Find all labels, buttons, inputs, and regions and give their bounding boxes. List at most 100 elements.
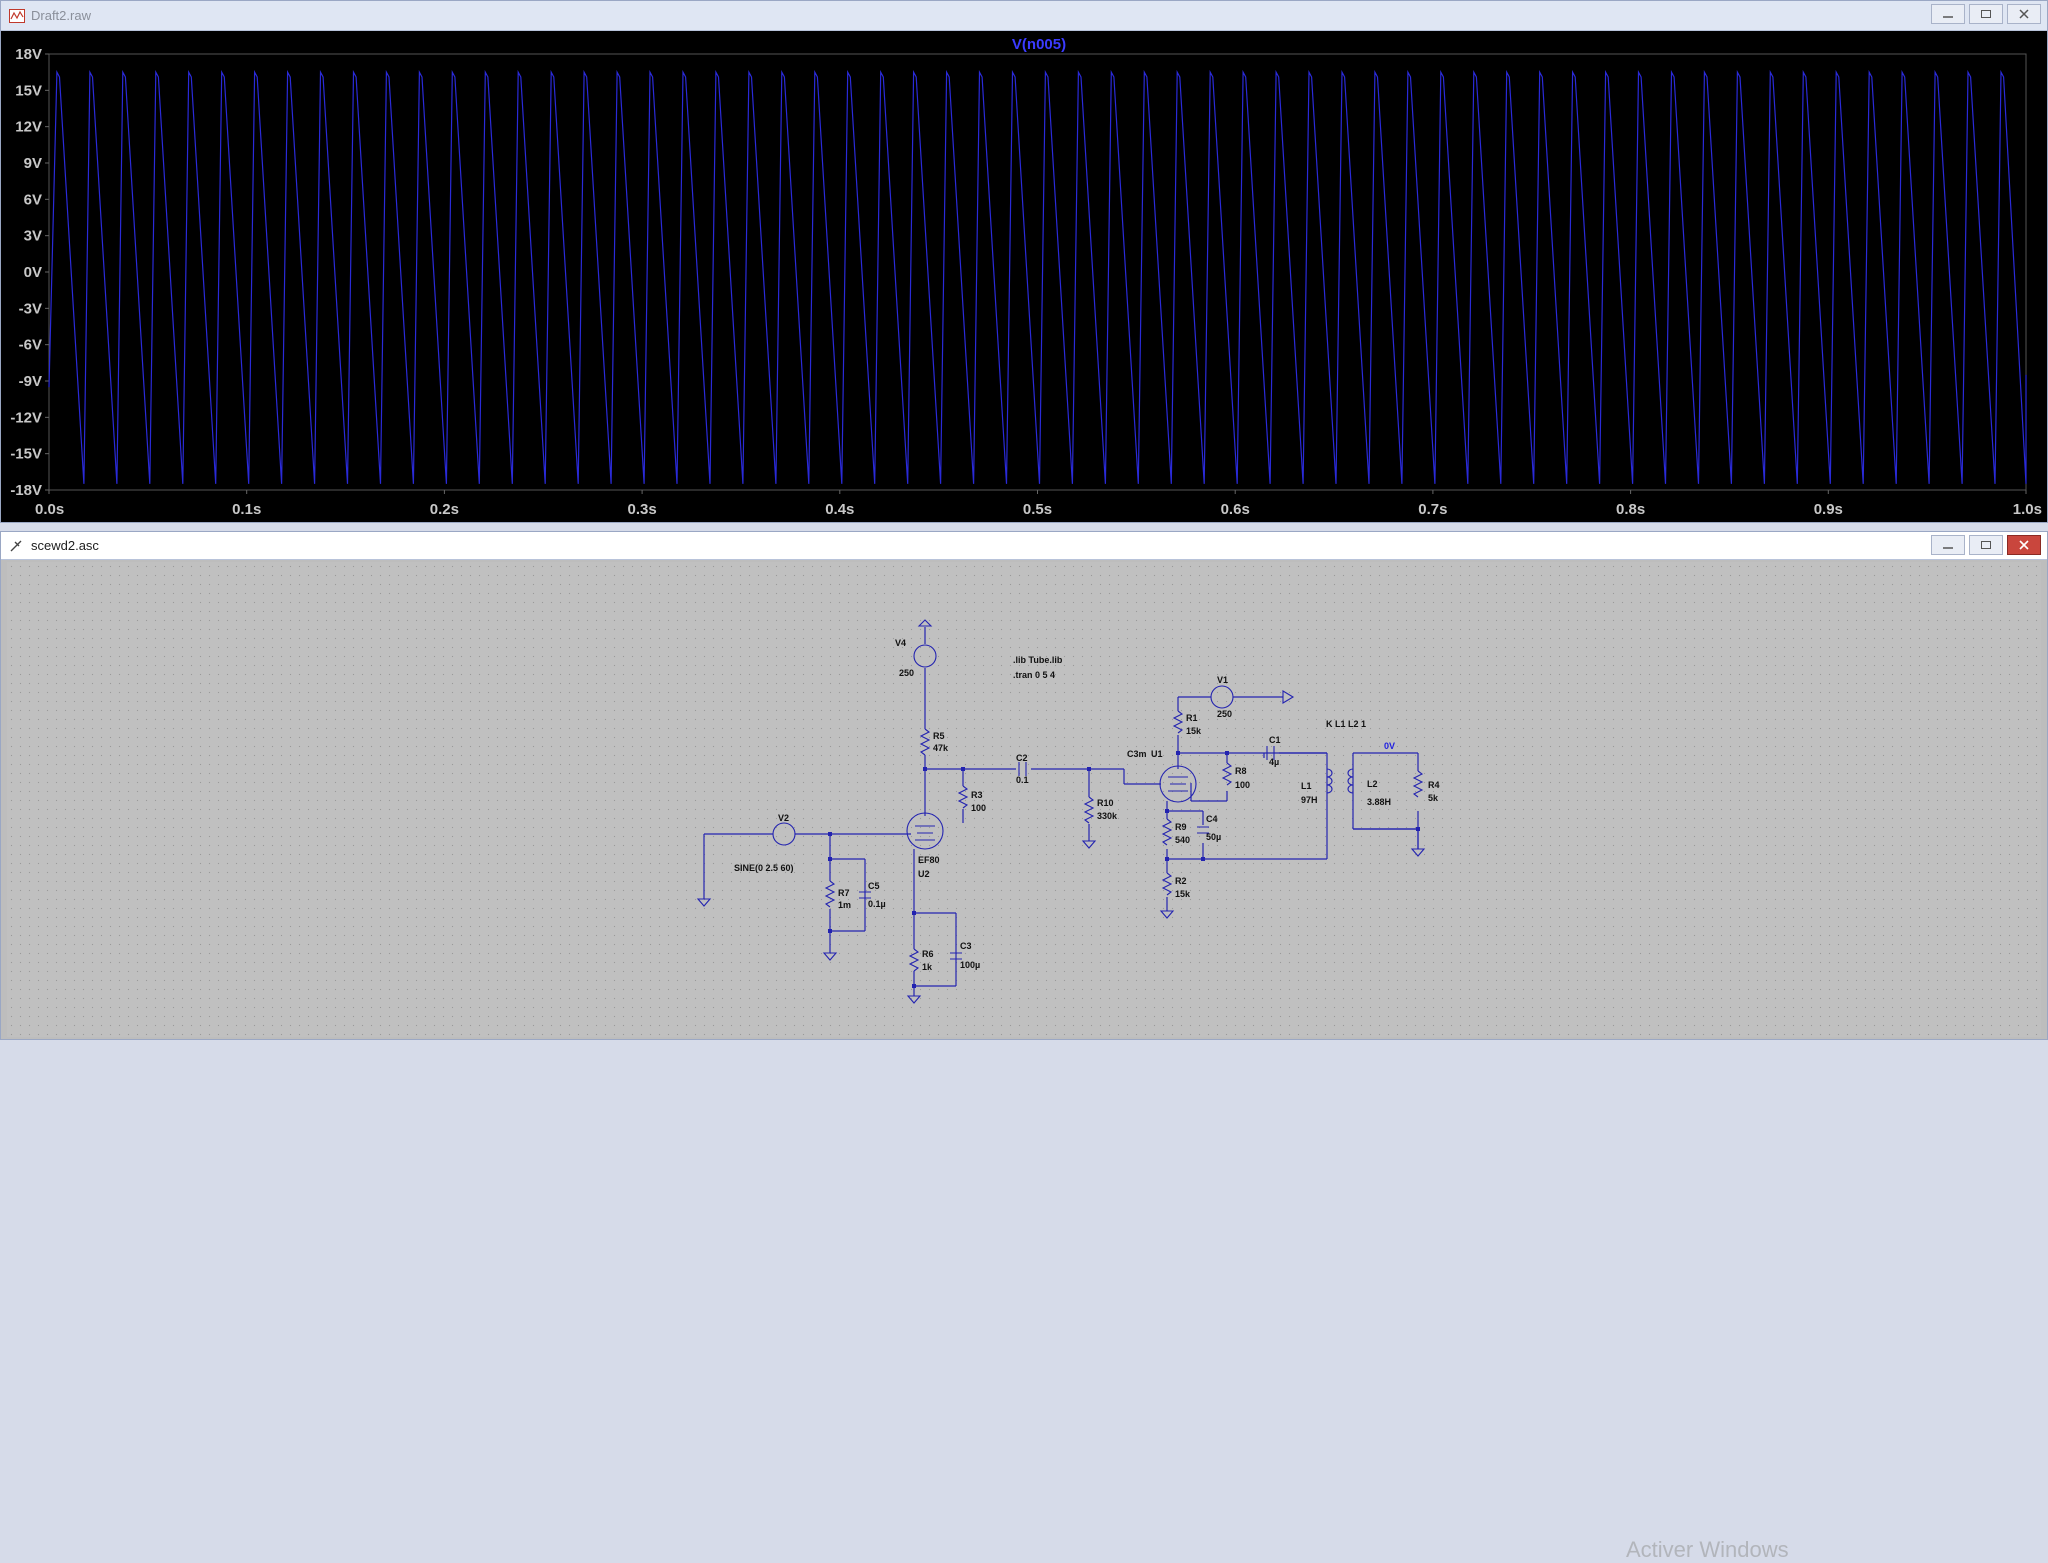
ground-symbol xyxy=(906,995,922,1004)
trace-title[interactable]: V(n005) xyxy=(1012,36,1066,53)
restore-button[interactable] xyxy=(1969,4,2003,24)
x-tick-label: 0.9s xyxy=(1814,501,1843,518)
schematic-titlebar[interactable]: scewd2.asc xyxy=(1,532,2047,560)
v2-source-spec[interactable]: SINE(0 2.5 60) xyxy=(734,863,794,873)
x-tick-label: 0.5s xyxy=(1023,501,1052,518)
label-l1-ref[interactable]: L1 xyxy=(1301,781,1312,791)
label-r3-ref[interactable]: R3 xyxy=(971,790,983,800)
component-symbols xyxy=(696,619,1426,1004)
coupling-directive[interactable]: K L1 L2 1 xyxy=(1326,719,1366,729)
label-r2-ref[interactable]: R2 xyxy=(1175,876,1187,886)
y-tick-label: -9V xyxy=(19,373,42,390)
label-ef80-ref[interactable]: EF80 xyxy=(918,855,940,865)
label-ef80-value[interactable]: U2 xyxy=(918,869,930,879)
net-label[interactable]: 0V xyxy=(1384,741,1395,751)
label-c3-ref[interactable]: C3 xyxy=(960,941,972,951)
r3-symbol xyxy=(957,785,969,809)
junction-dot xyxy=(912,911,916,915)
label-v4-value[interactable]: 250 xyxy=(899,668,914,678)
label-v1-ref[interactable]: V1 xyxy=(1217,675,1228,685)
label-r1-ref[interactable]: R1 xyxy=(1186,713,1198,723)
c3-symbol xyxy=(950,952,962,960)
label-v2-ref[interactable]: V2 xyxy=(778,813,789,823)
junction-dot xyxy=(923,767,927,771)
u2-tube-electrodes xyxy=(915,825,935,841)
x-tick-label: 0.7s xyxy=(1418,501,1447,518)
label-r1-value[interactable]: 15k xyxy=(1186,726,1202,736)
spice-directive-tran[interactable]: .tran 0 5 4 xyxy=(1013,670,1055,680)
label-r6-ref[interactable]: R6 xyxy=(922,949,934,959)
label-v4-ref[interactable]: V4 xyxy=(895,638,906,648)
v1-source-symbol xyxy=(1210,685,1234,709)
schematic-close-button[interactable] xyxy=(2007,535,2041,555)
label-r3-value[interactable]: 100 xyxy=(971,803,986,813)
label-u1-ref[interactable]: U1 xyxy=(1151,749,1163,759)
x-tick-label: 0.1s xyxy=(232,501,261,518)
l1-symbol xyxy=(1326,768,1333,794)
label-r4-ref[interactable]: R4 xyxy=(1428,780,1440,790)
label-r9-value[interactable]: 540 xyxy=(1175,835,1190,845)
y-tick-label: 12V xyxy=(15,119,42,136)
restore-icon xyxy=(1981,10,1991,18)
label-l2-value[interactable]: 3.88H xyxy=(1367,797,1391,807)
junction-dot xyxy=(1087,767,1091,771)
label-l1-value[interactable]: 97H xyxy=(1301,795,1318,805)
label-r8-value[interactable]: 100 xyxy=(1235,780,1250,790)
label-c5-value[interactable]: 0.1µ xyxy=(868,899,886,909)
plot-frame xyxy=(48,53,2027,491)
u1-tube-electrodes xyxy=(1168,776,1188,792)
waveform-titlebar[interactable]: Draft2.raw xyxy=(1,1,2047,31)
label-r2-value[interactable]: 15k xyxy=(1175,889,1191,899)
c5-symbol xyxy=(859,891,871,899)
waveform-app-icon xyxy=(9,8,25,23)
junction-dot xyxy=(828,929,832,933)
label-r5-ref[interactable]: R5 xyxy=(933,731,945,741)
y-tick-label: -18V xyxy=(10,482,42,499)
label-c1-value[interactable]: 4µ xyxy=(1269,757,1279,767)
x-tick-label: 0.0s xyxy=(35,501,64,518)
label-r8-ref[interactable]: R8 xyxy=(1235,766,1247,776)
r4-symbol xyxy=(1412,770,1424,798)
y-tick-label: 18V xyxy=(15,46,42,63)
trace-line xyxy=(48,69,2027,484)
label-r7-ref[interactable]: R7 xyxy=(838,888,850,898)
label-c4-value[interactable]: 50µ xyxy=(1206,832,1221,842)
label-r7-value[interactable]: 1m xyxy=(838,900,851,910)
wires xyxy=(703,627,1419,996)
label-r10-value[interactable]: 330k xyxy=(1097,811,1118,821)
label-r9-ref[interactable]: R9 xyxy=(1175,822,1187,832)
minimize-button[interactable] xyxy=(1931,4,1965,24)
u1-model-label[interactable]: C3m xyxy=(1127,749,1147,759)
v4-source-symbol xyxy=(913,644,937,668)
label-c4-ref[interactable]: C4 xyxy=(1206,814,1218,824)
y-tick-label: -6V xyxy=(19,337,42,354)
label-r10-ref[interactable]: R10 xyxy=(1097,798,1114,808)
schematic-drawing[interactable]: V4250R547kC20.1R3100R10330kV2R71mC50.1µE… xyxy=(7,562,2043,1039)
label-v1-value[interactable]: 250 xyxy=(1217,709,1232,719)
label-r5-value[interactable]: 47k xyxy=(933,743,949,753)
label-r4-value[interactable]: 5k xyxy=(1428,793,1439,803)
label-c2-ref[interactable]: C2 xyxy=(1016,753,1028,763)
waveform-plot[interactable]: V(n005) 18V15V12V9V6V3V0V-3V-6V-9V-12V-1… xyxy=(1,31,2047,522)
spice-directive-lib[interactable]: .lib Tube.lib xyxy=(1013,655,1063,665)
schematic-restore-button[interactable] xyxy=(1969,535,2003,555)
v1-supply-arrow xyxy=(1282,690,1295,704)
schematic-minimize-button[interactable] xyxy=(1931,535,1965,555)
label-c2-value[interactable]: 0.1 xyxy=(1016,775,1029,785)
schematic-window: scewd2.asc xyxy=(0,531,2048,1562)
label-l2-ref[interactable]: L2 xyxy=(1367,779,1378,789)
label-c5-ref[interactable]: C5 xyxy=(868,881,880,891)
label-c3-value[interactable]: 100µ xyxy=(960,960,980,970)
junction-dot xyxy=(912,984,916,988)
y-tick-label: 3V xyxy=(24,228,42,245)
x-tick-label: 0.8s xyxy=(1616,501,1645,518)
close-button[interactable] xyxy=(2007,4,2041,24)
x-tick-label: 0.4s xyxy=(825,501,854,518)
label-c1-ref[interactable]: C1 xyxy=(1269,735,1281,745)
v2-source-symbol xyxy=(772,822,796,846)
y-tick-label: 15V xyxy=(15,82,42,99)
label-r6-value[interactable]: 1k xyxy=(922,962,933,972)
